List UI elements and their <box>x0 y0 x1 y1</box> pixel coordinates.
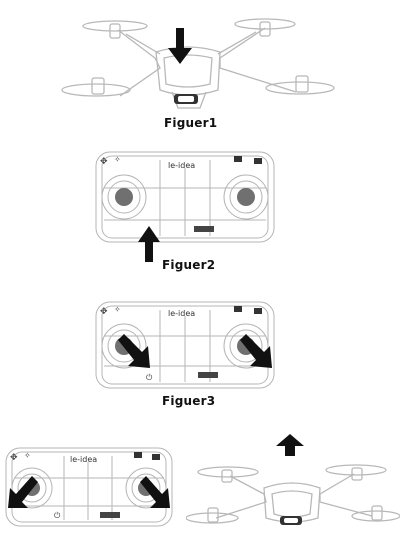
down-right-arrow-icon <box>140 476 170 508</box>
up-arrow-icon <box>138 226 160 262</box>
svg-text:✧: ✧ <box>114 155 121 164</box>
brand-label: le-idea <box>168 309 195 318</box>
down-arrow-icon <box>168 28 192 64</box>
down-right-arrow-icon <box>118 334 150 368</box>
svg-text:⏻: ⏻ <box>146 373 153 382</box>
brand-label: le-idea <box>168 161 195 170</box>
down-left-arrow-icon <box>8 476 38 508</box>
down-right-arrow-icon <box>240 334 272 368</box>
svg-text:✥: ✥ <box>10 453 18 463</box>
svg-text:✧: ✧ <box>114 305 121 314</box>
figure1-drone <box>61 18 335 109</box>
svg-text:✧: ✧ <box>24 451 31 460</box>
figure3-caption: Figuer3 <box>162 394 216 408</box>
brand-label: le-idea <box>70 455 97 464</box>
right-stick <box>237 188 255 206</box>
figure2-controller: le-idea ✥ ✧ ⏻ <box>95 151 275 243</box>
up-arrow-icon <box>276 434 304 456</box>
figure4-controller: le-idea ✥ ✧ ⏻ <box>5 447 173 527</box>
svg-text:✥: ✥ <box>100 157 108 167</box>
figure1-caption: Figuer1 <box>164 116 218 130</box>
svg-text:✥: ✥ <box>100 307 108 317</box>
svg-text:⏻: ⏻ <box>54 511 61 520</box>
left-stick <box>115 188 133 206</box>
figure4-drone <box>186 464 400 525</box>
figure3-controller: le-idea ✥ ✧ ⏻ <box>95 301 275 389</box>
figure2-caption: Figuer2 <box>162 258 216 272</box>
